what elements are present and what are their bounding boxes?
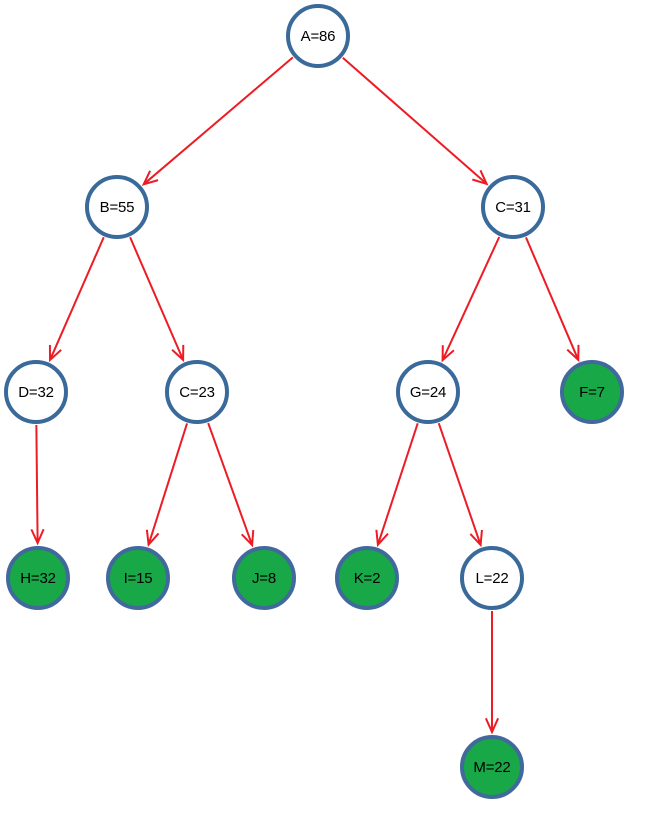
- tree-node-g[interactable]: G=24: [396, 360, 460, 424]
- tree-node-label: K=2: [353, 569, 381, 587]
- tree-node-f[interactable]: F=7: [560, 360, 624, 424]
- tree-edge-a-b: [141, 56, 294, 186]
- tree-node-label: B=55: [99, 198, 135, 216]
- arrowhead-icon: [141, 170, 159, 186]
- tree-node-label: J=8: [251, 569, 276, 587]
- tree-node-label: I=15: [123, 569, 153, 587]
- arrowhead-icon: [484, 717, 500, 735]
- arrowhead-icon: [171, 344, 185, 363]
- tree-node-b[interactable]: B=55: [85, 175, 149, 239]
- tree-edge-c2-i: [145, 423, 188, 547]
- arrowhead-icon: [145, 529, 160, 547]
- tree-edge-c1-f: [525, 236, 580, 363]
- tree-edge-g-k: [375, 423, 419, 548]
- tree-edge-d-h: [30, 424, 45, 546]
- tree-node-j[interactable]: J=8: [232, 546, 296, 610]
- arrowhead-icon: [375, 529, 389, 548]
- arrowhead-icon: [48, 344, 62, 363]
- tree-node-m[interactable]: M=22: [460, 735, 524, 799]
- tree-node-c1[interactable]: C=31: [481, 175, 545, 239]
- tree-node-c2[interactable]: C=23: [165, 360, 229, 424]
- tree-node-h[interactable]: H=32: [6, 546, 70, 610]
- tree-node-label: D=32: [18, 383, 54, 401]
- tree-edge-b-c2: [129, 236, 185, 363]
- tree-node-label: C=31: [495, 198, 531, 216]
- tree-edge-a-c1: [342, 57, 489, 186]
- tree-node-label: A=86: [300, 27, 336, 45]
- tree-node-label: G=24: [409, 383, 447, 401]
- tree-edge-c1-g: [441, 236, 501, 363]
- arrowhead-icon: [472, 169, 489, 186]
- arrowhead-icon: [241, 530, 255, 548]
- arrowhead-icon: [566, 344, 580, 363]
- tree-node-l[interactable]: L=22: [460, 546, 524, 610]
- tree-node-label: H=32: [20, 569, 56, 587]
- tree-node-label: L=22: [475, 569, 509, 587]
- tree-node-i[interactable]: I=15: [106, 546, 170, 610]
- tree-node-label: C=23: [179, 383, 215, 401]
- tree-edge-c2-j: [207, 422, 255, 548]
- tree-node-label: M=22: [473, 758, 511, 776]
- tree-edge-b-d: [48, 236, 105, 363]
- arrowhead-icon: [469, 529, 483, 548]
- arrowhead-icon: [441, 345, 455, 363]
- tree-edge-g-l: [437, 422, 483, 548]
- arrowhead-icon: [30, 528, 45, 546]
- tree-node-k[interactable]: K=2: [335, 546, 399, 610]
- tree-edge-l-m: [484, 611, 500, 735]
- tree-node-d[interactable]: D=32: [4, 360, 68, 424]
- tree-node-label: F=7: [579, 383, 605, 401]
- tree-node-a[interactable]: A=86: [286, 4, 350, 68]
